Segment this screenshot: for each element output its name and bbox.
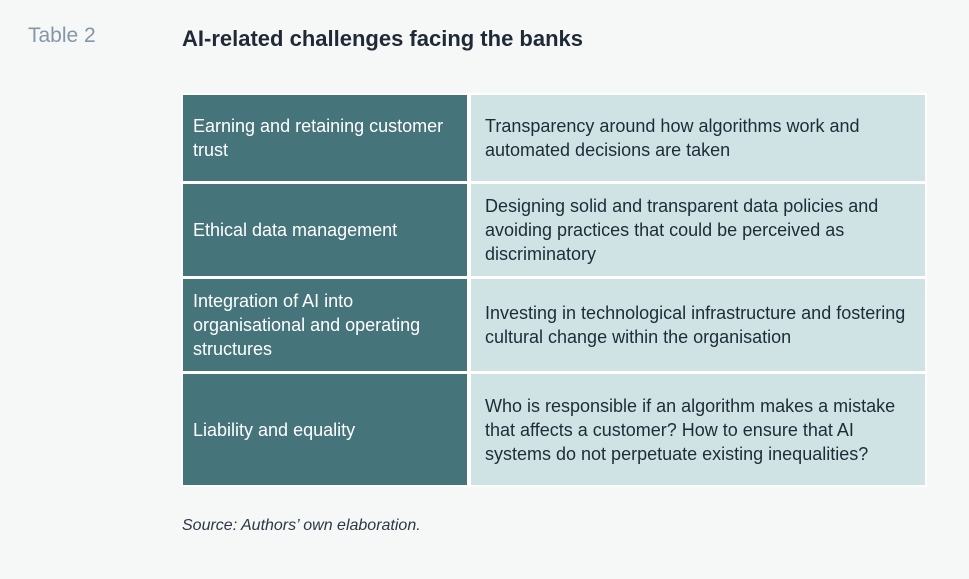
- challenges-table: Earning and retaining customer trust Tra…: [181, 93, 927, 487]
- challenge-cell-trust: Earning and retaining customer trust: [183, 95, 467, 181]
- description-cell-integration: Investing in technological infrastructur…: [471, 279, 925, 371]
- description-cell-trust: Transparency around how algorithms work …: [471, 95, 925, 181]
- table-number-label: Table 2: [28, 24, 96, 47]
- challenge-cell-integration: Integration of AI into organisational an…: [183, 279, 467, 371]
- description-cell-ethical-data: Designing solid and transparent data pol…: [471, 184, 925, 276]
- description-cell-liability: Who is responsible if an algorithm makes…: [471, 374, 925, 485]
- table-title: AI-related challenges facing the banks: [182, 26, 584, 51]
- challenge-cell-ethical-data: Ethical data management: [183, 184, 467, 276]
- challenge-cell-liability: Liability and equality: [183, 374, 467, 485]
- source-note: Source: Authors’ own elaboration.: [182, 517, 421, 534]
